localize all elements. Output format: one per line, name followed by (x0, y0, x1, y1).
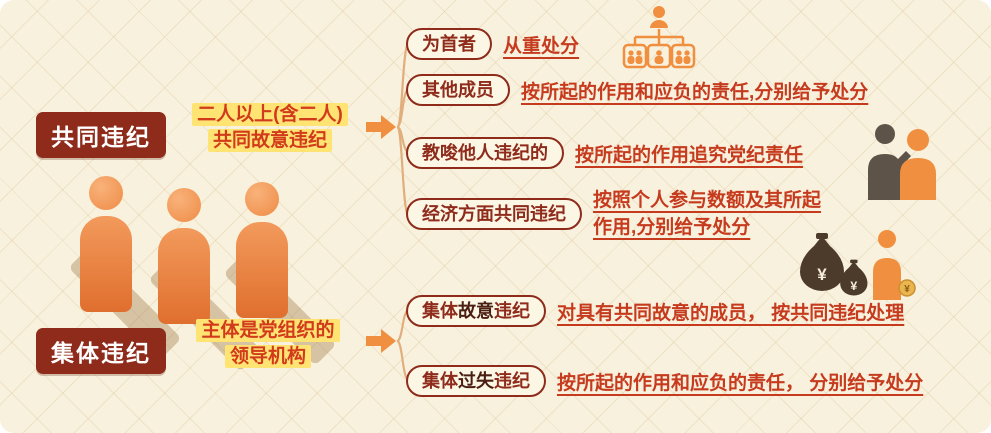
person-head (245, 182, 279, 216)
branch-desc: 按所起的作用和应负的责任， 分别给予处分 (557, 372, 924, 394)
org-chart-icon (622, 6, 696, 69)
branch-row: 为首者 从重处分 (406, 28, 579, 60)
right-arrow-icon (366, 115, 396, 139)
person-body (80, 216, 132, 312)
label-prefix: 集体 (422, 301, 458, 321)
person-body (236, 222, 288, 318)
person-figure (236, 182, 288, 318)
branch-desc-line: 按照个人参与数额及其所起 (593, 190, 822, 211)
right-arrow-icon (366, 329, 396, 353)
branch-label: 集体故意违纪 (406, 295, 546, 327)
label-prefix: 集体 (422, 371, 458, 391)
branch-label: 经济方面共同违纪 (406, 198, 582, 230)
branch-label: 为首者 (406, 28, 492, 60)
person-head (89, 176, 123, 210)
label-suffix: 违纪 (494, 301, 530, 321)
label-suffix: 违纪 (494, 371, 530, 391)
group2-note: 主体是党组织的 领导机构 (162, 318, 374, 370)
branch-row: 集体故意违纪 对具有共同故意的成员， 按共同违纪处理 (406, 295, 904, 327)
branch-row: 教唆他人违纪的 按所起的作用追究党纪责任 (406, 137, 803, 169)
branch-desc-line: 作用,分别给予处分 (593, 217, 751, 238)
branch-row: 集体过失违纪 按所起的作用和应负的责任， 分别给予处分 (406, 365, 923, 397)
branch-desc: 按照个人参与数额及其所起 作用,分别给予处分 (593, 189, 821, 239)
note-line: 主体是党组织的 (196, 319, 340, 342)
person-figure (158, 188, 210, 324)
person-body (158, 228, 210, 324)
group1-title: 共同违纪 (36, 112, 166, 158)
svg-text:¥: ¥ (850, 279, 857, 293)
branch-row: 经济方面共同违纪 按照个人参与数额及其所起 作用,分别给予处分 (406, 189, 821, 239)
svg-text:¥: ¥ (817, 265, 827, 284)
money-bags-icon: ¥ ¥ ¥ (800, 230, 916, 300)
branch-label: 集体过失违纪 (406, 365, 546, 397)
branch-label: 其他成员 (406, 74, 510, 106)
person-head (167, 188, 201, 222)
branch-desc: 按所起的作用追究党纪责任 (575, 144, 804, 166)
note-line: 领导机构 (224, 345, 311, 368)
note-line: 共同故意违纪 (207, 129, 332, 152)
label-emphasis: 过失 (458, 371, 494, 391)
branch-desc: 按所起的作用和应负的责任,分别给予处分 (521, 81, 869, 103)
group1-note: 二人以上(含二人) 共同故意违纪 (160, 102, 380, 154)
group2-title: 集体违纪 (36, 328, 166, 374)
note-line: 二人以上(含二人) (192, 103, 348, 126)
branch-label: 教唆他人违纪的 (406, 137, 564, 169)
whisper-people-icon (868, 124, 936, 200)
label-emphasis: 故意 (458, 301, 494, 321)
branch-desc: 从重处分 (503, 35, 580, 57)
person-figure (80, 176, 132, 312)
svg-text:¥: ¥ (904, 284, 910, 295)
branch-desc: 对具有共同故意的成员， 按共同违纪处理 (557, 302, 905, 324)
branch-row: 其他成员 按所起的作用和应负的责任,分别给予处分 (406, 74, 868, 106)
